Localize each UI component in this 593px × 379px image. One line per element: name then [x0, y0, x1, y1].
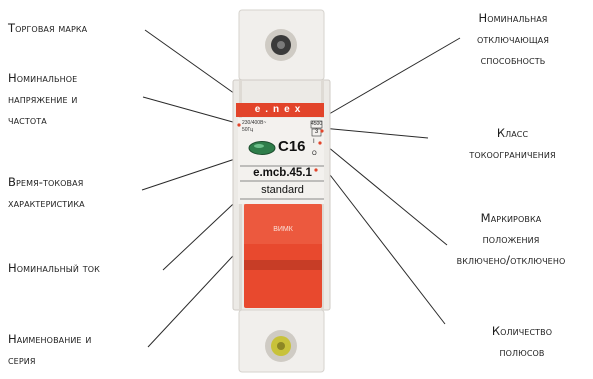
on-mark: I: [313, 139, 315, 145]
label-trademark: Торговая марка: [8, 18, 87, 39]
limiting-class-mark: 3: [312, 129, 321, 136]
label-poles: Количество полюсов: [467, 321, 577, 363]
bottom-screw-icon: [265, 330, 297, 362]
off-mark: O: [312, 151, 317, 157]
curve-rating: C16: [278, 138, 306, 155]
frequency-mark: 50Гц: [242, 127, 253, 133]
label-rated-voltage: Номинальное напряжение и частота: [8, 68, 77, 131]
top-screw-icon: [265, 29, 297, 61]
model-name: e.mcb.45.1: [241, 166, 324, 181]
label-rated-current: Номинальный ток: [8, 258, 100, 279]
label-on-off-marking: Маркировка положения включено/отключено: [436, 208, 586, 271]
brand-logo: e.nex: [244, 104, 316, 116]
breaking-capacity-mark: 4500: [311, 121, 322, 128]
label-name-series: Наименование и серия: [8, 329, 91, 371]
label-time-current: Время-токовая характеристика: [8, 172, 85, 214]
voltage-mark: 230/400В~: [242, 120, 266, 126]
handle-text: ВИМК: [244, 226, 322, 233]
series-name: standard: [241, 183, 324, 198]
label-limiting-class: Класс токоограничения: [445, 123, 580, 165]
label-breaking-capacity: Номинальная отключающая способность: [448, 8, 578, 71]
indicator-window: [249, 142, 275, 155]
